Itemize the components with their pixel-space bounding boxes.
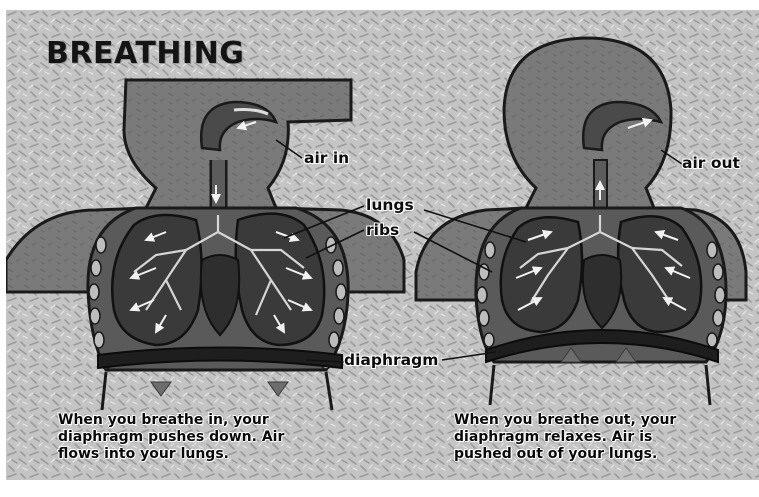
diagram-title: BREATHING [46, 36, 244, 71]
label-air-in: air in [304, 149, 349, 167]
caption-inhale: When you breathe in, your diaphragm push… [58, 412, 358, 463]
label-diaphragm: diaphragm [344, 351, 438, 369]
label-lungs: lungs [366, 196, 414, 214]
diagram-panel: BREATHING air in air out lungs ribs diap… [6, 10, 759, 480]
caption-exhale: When you breathe out, your diaphragm rel… [454, 412, 754, 463]
diagram-artwork [6, 10, 759, 480]
label-ribs: ribs [366, 221, 399, 239]
label-air-out: air out [682, 154, 740, 172]
